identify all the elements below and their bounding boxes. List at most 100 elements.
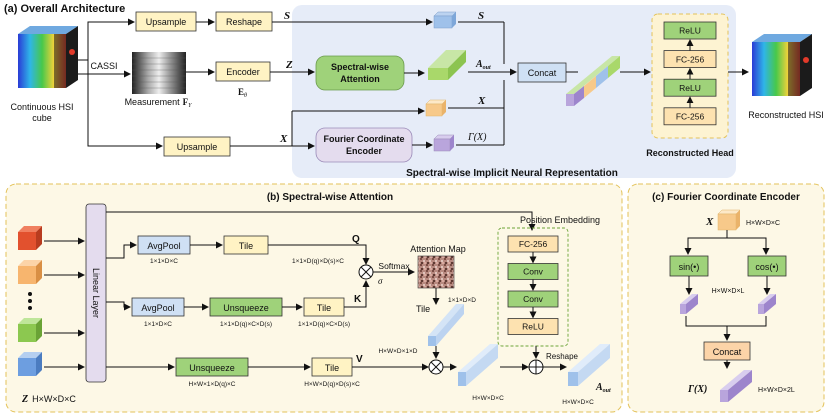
fourier-encoder-line2: Encoder (346, 146, 383, 156)
input-caption-line1: Continuous HSI (10, 102, 73, 112)
softmax-label: Softmax (378, 261, 410, 271)
k-label: K (354, 294, 362, 305)
matmul-qk-node (358, 264, 374, 280)
cassi-label: CASSI (90, 61, 117, 71)
tile-k-dim: 1×1×D(q)×C×D(s) (298, 321, 350, 328)
mid-dim: H×W×D×C (472, 395, 504, 402)
pos-layer-label-1: Conv (523, 267, 544, 277)
fourier-mid-dim: H×W×D×L (712, 288, 745, 295)
fourier-out-dim: H×W×D×2L (758, 387, 795, 394)
fourier-x-dim: H×W×D×C (746, 220, 780, 227)
avgpool-k-dim: 1×1×D×C (144, 321, 172, 328)
x-label-mid: X (477, 95, 486, 107)
tile-v-label: Tile (325, 363, 339, 373)
attention-map-image (417, 255, 455, 289)
a-out-label: Aout (475, 59, 491, 71)
sin-label: sin(•) (679, 262, 700, 272)
concat-label: Concat (528, 68, 557, 78)
tiled-attention-slab (428, 304, 464, 346)
spectral-attention-line2: Attention (340, 74, 380, 84)
pos-layer-label-3: ReLU (522, 322, 544, 332)
inr-caption: Spectral-wise Implicit Neural Representa… (406, 168, 618, 179)
position-embedding-panel (497, 227, 569, 347)
attention-map-label: Attention Map (410, 244, 466, 254)
s-label-2: S (478, 10, 484, 22)
reconstructed-head-caption: Reconstructed Head (646, 148, 734, 158)
unsqueeze-k-label: Unsqueeze (223, 303, 269, 313)
encoder-symbol: Eθ (238, 87, 247, 99)
tile-attn-label: Tile (416, 304, 430, 314)
fourier-concat-label: Concat (713, 347, 742, 357)
overall-title: (a) Overall Architecture (4, 3, 125, 15)
upsample-top-label: Upsample (146, 17, 187, 27)
pos-layer-box-3 (507, 318, 559, 335)
sin-feature-slab (680, 294, 698, 314)
x-label-low: X (279, 133, 288, 145)
avgpool-q-label: AvgPool (147, 241, 180, 251)
gamma-feature-cube (433, 134, 455, 152)
add-node (528, 359, 544, 375)
a-out-feature-slab (428, 50, 466, 80)
fourier-title: (c) Fourier Coordinate Encoder (652, 192, 800, 203)
output-hsi-cube (752, 34, 812, 96)
pos-layer-label-2: Conv (523, 294, 544, 304)
head-layer-box-3 (663, 107, 717, 126)
cos-label: cos(•) (755, 262, 778, 272)
unsqueeze-v-dim: H×W×1×D(q)×C (189, 381, 236, 388)
reshape-label: Reshape (226, 17, 262, 27)
measurement-stripes (132, 57, 186, 89)
tile-k-label: Tile (317, 303, 331, 313)
gamma-output-slab (720, 370, 752, 402)
z-label: Z (285, 59, 293, 71)
attention-output-slab (568, 344, 610, 386)
tile-q-dim: 1×1×D(q)×D(s)×C (292, 258, 344, 265)
attention-map-dim: 1×1×D×D (448, 297, 476, 304)
s-feature-cube (433, 11, 457, 29)
concat-feature-stack (566, 56, 620, 106)
unsqueeze-v-label: Unsqueeze (189, 363, 235, 373)
tile-v-dim: H×W×D(q)×D(s)×C (304, 381, 360, 388)
unsqueeze-k-dim: 1×1×D(q)×C×D(s) (220, 321, 272, 328)
avgpool-k-label: AvgPool (141, 303, 174, 313)
head-layer-label-3: FC-256 (676, 112, 705, 122)
a-out-b-label: Aout (595, 382, 611, 394)
attention-input-cubes (18, 226, 42, 376)
attended-feature-slab (458, 344, 498, 386)
spectral-attention-line1: Spectral-wise (331, 62, 389, 72)
fourier-gamma-label: Γ(X) (687, 384, 707, 395)
v-label: V (356, 354, 363, 365)
tile-q-label: Tile (239, 241, 253, 251)
avgpool-q-dim: 1×1×D×C (150, 258, 178, 265)
encoder-label: Encoder (226, 67, 260, 77)
head-layer-label-2: ReLU (679, 83, 701, 93)
pos-layer-label-0: FC-256 (519, 239, 548, 249)
matmul-av-node (428, 359, 444, 375)
upsample-bottom-label: Upsample (177, 142, 218, 152)
fourier-encoder-line1: Fourier Coordinate (323, 134, 404, 144)
attention-title: (b) Spectral-wise Attention (267, 192, 393, 203)
out-dim: H×W×D×C (562, 399, 594, 406)
linear-layer-label: Linear Layer (91, 268, 101, 318)
q-label: Q (352, 234, 360, 245)
measurement-image (132, 52, 186, 94)
sigma-label: σ (378, 276, 383, 286)
input-arrows (44, 237, 85, 371)
fourier-panel (627, 183, 825, 413)
head-layer-label-0: ReLU (679, 26, 701, 36)
tile-attn-dim: H×W×D×1×D (378, 348, 417, 355)
linear-layer-box (85, 203, 107, 383)
s-label: S (284, 10, 290, 22)
head-layer-label-1: FC-256 (676, 54, 705, 64)
x-feature-cube (425, 99, 447, 117)
output-caption: Reconstructed HSI (748, 110, 824, 120)
fourier-x-label: X (705, 216, 714, 228)
gamma-x-label: Γ(X) (467, 132, 487, 143)
fourier-x-cube (717, 209, 741, 231)
input-caption-line2: cube (32, 113, 52, 123)
input-hsi-cube (18, 26, 78, 88)
